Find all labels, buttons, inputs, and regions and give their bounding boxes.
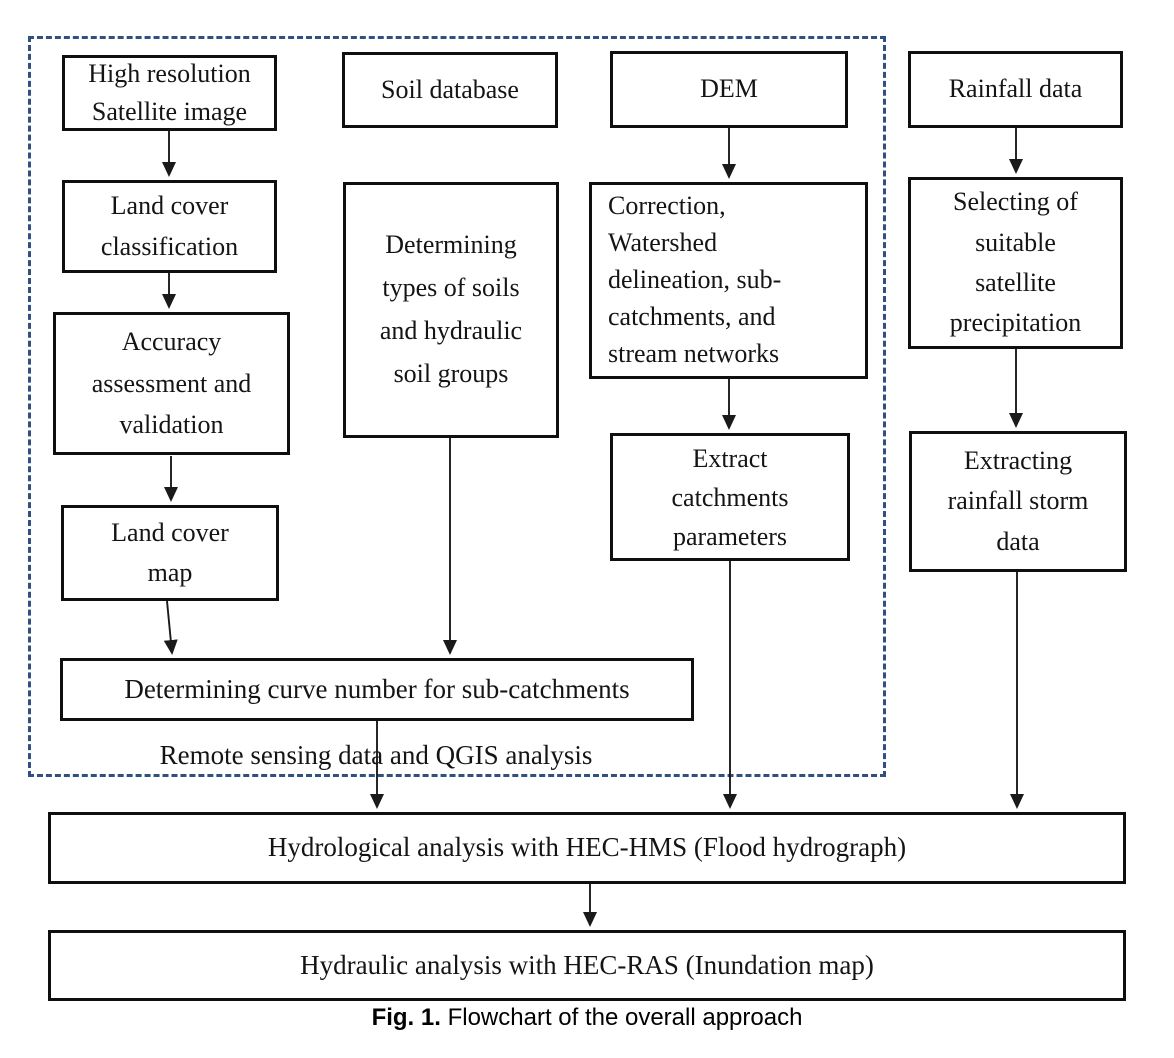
qgis-analysis-group-label: Remote sensing data and QGIS analysis xyxy=(159,740,593,770)
node-extract-catchments-parameters: Extract catchments parameters xyxy=(610,433,850,561)
node-hydraulic-analysis-hec-ras: Hydraulic analysis with HEC-RAS (Inundat… xyxy=(48,930,1126,1001)
node-dem-processing: Correction, Watershed delineation, sub- … xyxy=(589,182,868,379)
qgis-analysis-group-border xyxy=(28,36,886,777)
node-land-cover-map: Land cover map xyxy=(61,505,279,601)
node-dem: DEM xyxy=(610,51,848,128)
node-accuracy-assessment-validation: Accuracy assessment and validation xyxy=(53,312,290,455)
node-selecting-satellite-precipitation: Selecting of suitable satellite precipit… xyxy=(908,177,1123,349)
node-high-resolution-satellite-image: High resolution Satellite image xyxy=(62,55,277,131)
figure-caption-text: Flowchart of the overall approach xyxy=(447,1004,803,1031)
node-soil-database: Soil database xyxy=(342,52,558,128)
node-determining-curve-number: Determining curve number for sub-catchme… xyxy=(60,658,694,721)
figure-caption: Fig. 1. Flowchart of the overall approac… xyxy=(0,1004,1174,1032)
node-rainfall-data: Rainfall data xyxy=(908,51,1123,128)
node-hydrological-analysis-hec-hms: Hydrological analysis with HEC-HMS (Floo… xyxy=(48,812,1126,884)
node-extracting-rainfall-storm-data: Extracting rainfall storm data xyxy=(909,431,1127,572)
figure-caption-prefix: Fig. 1. xyxy=(371,1004,441,1031)
node-determining-soil-types: Determining types of soils and hydraulic… xyxy=(343,182,559,438)
node-land-cover-classification: Land cover classification xyxy=(62,180,277,273)
